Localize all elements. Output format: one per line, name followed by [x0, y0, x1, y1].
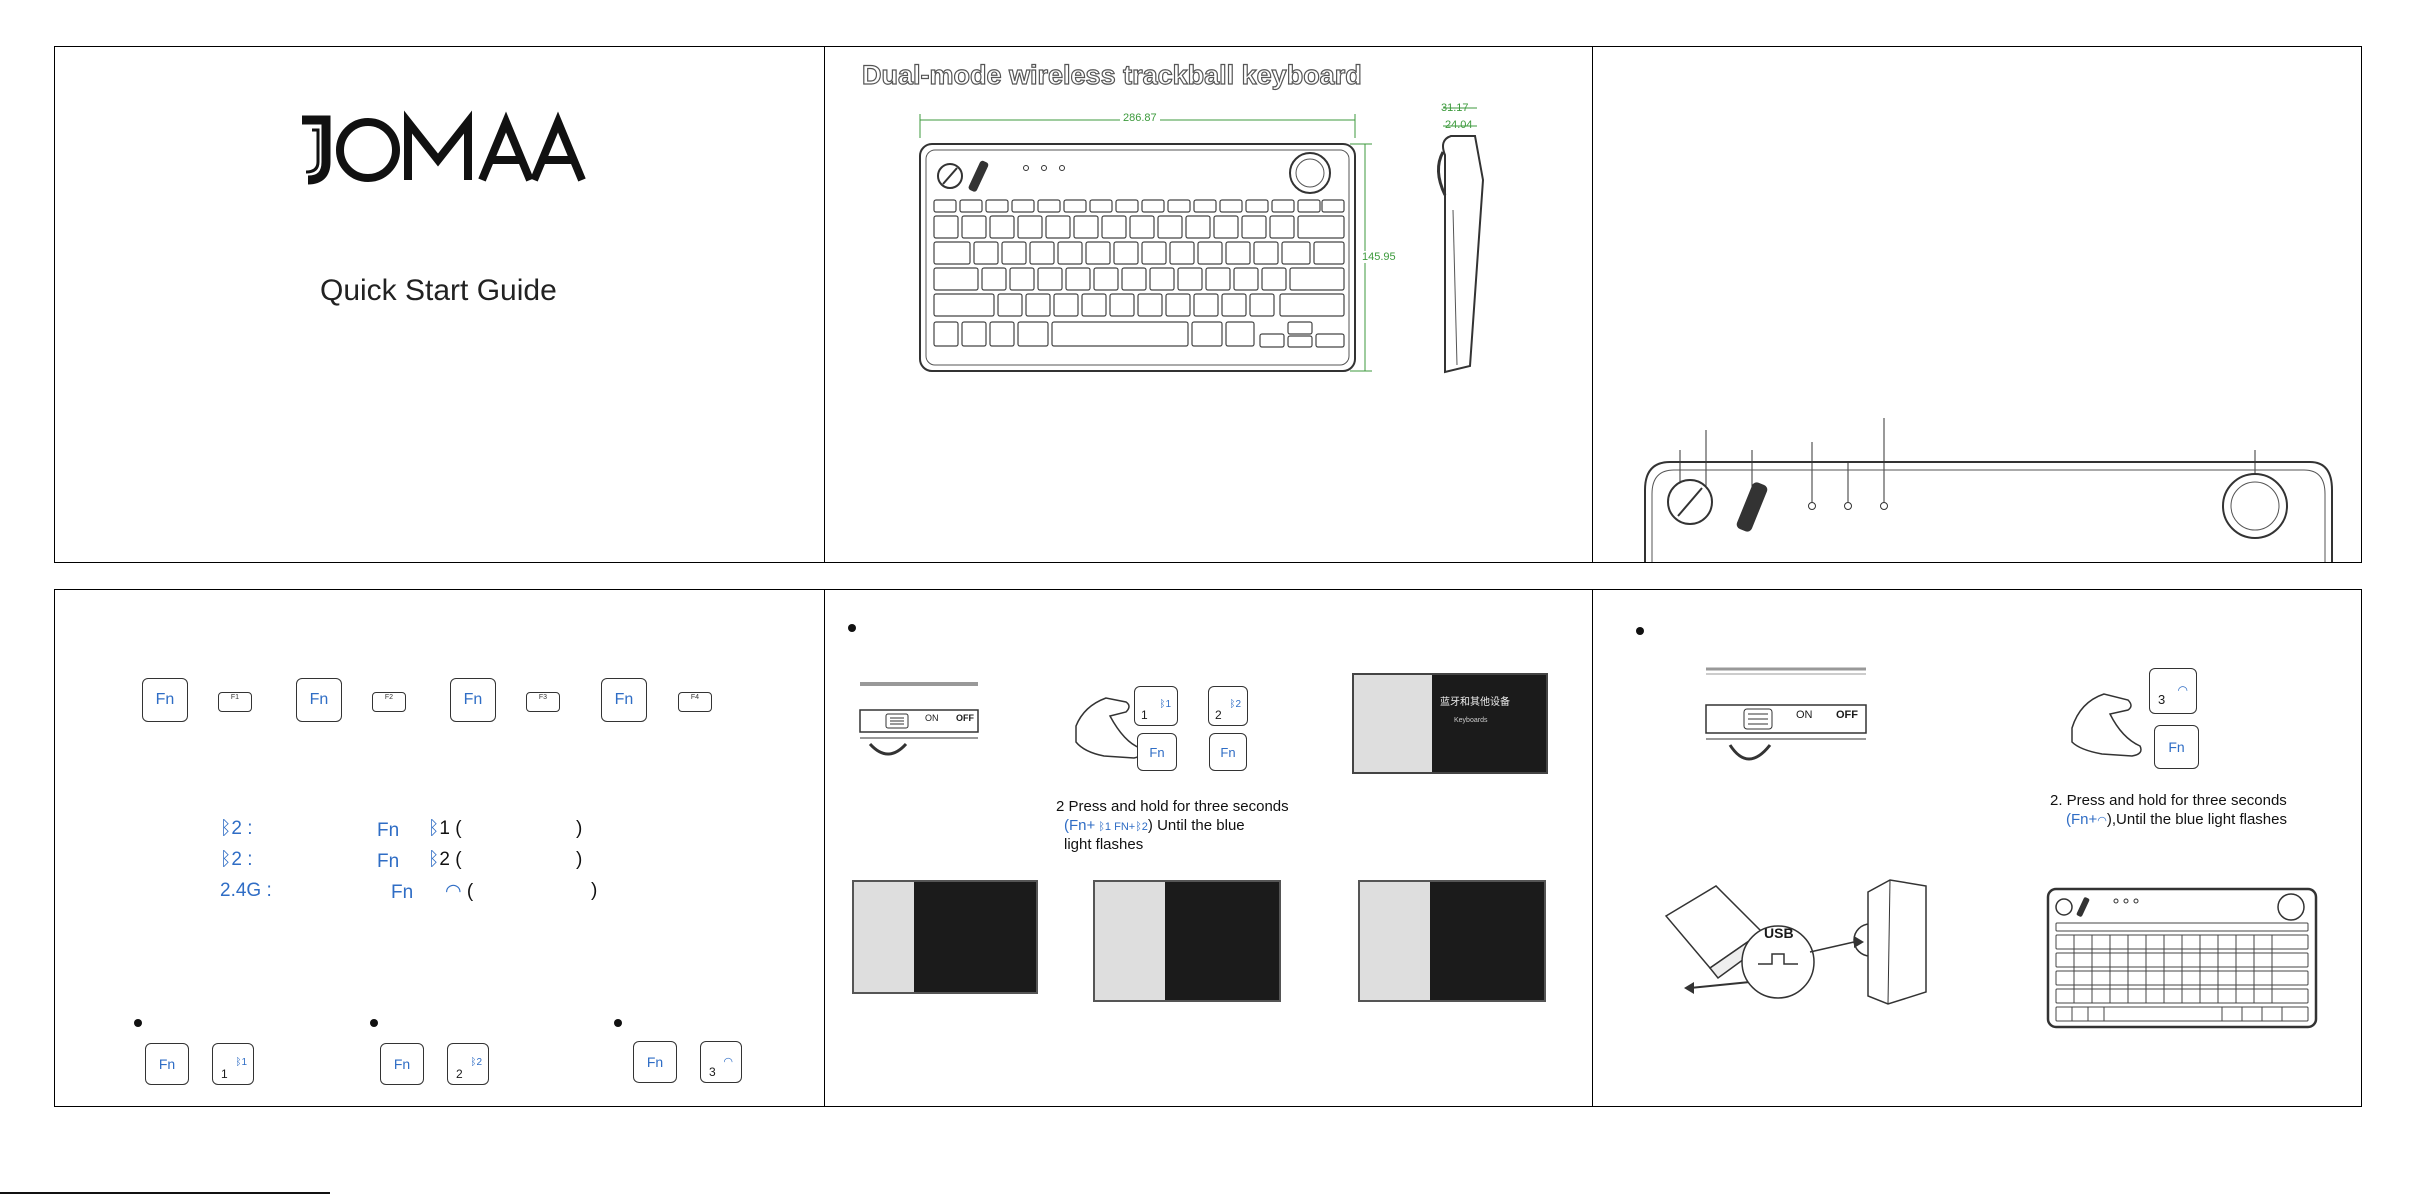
wifi-instruction-line1: 2. Press and hold for three seconds	[2050, 792, 2287, 809]
switch-on-label: ON	[1796, 709, 1813, 721]
f3-key: F3	[526, 692, 560, 712]
bullet	[134, 1019, 142, 1027]
panel-pairing-keys	[54, 589, 825, 1107]
fn-key: Fn	[633, 1041, 677, 1083]
switch-off-label: OFF	[1836, 709, 1858, 721]
fn-key: Fn	[145, 1043, 189, 1085]
settings-screenshot-connected	[1358, 880, 1546, 1002]
key-3-wifi: 3◠	[700, 1041, 742, 1083]
bluetooth-icon: ᛒ	[220, 818, 232, 839]
settings-screenshot-bt: 蓝牙和其他设备 Keyboards	[1352, 673, 1548, 774]
mode-bt2-close: )	[576, 849, 583, 870]
f2-key: F2	[372, 692, 406, 712]
bluetooth-icon: ᛒ2	[1135, 821, 1148, 833]
brand-logo	[296, 100, 586, 190]
mode-bt1-close: )	[576, 818, 583, 839]
bluetooth-icon: ᛒ1	[1095, 821, 1115, 833]
depth-top-dimension: 31.17	[1441, 102, 1469, 114]
bluetooth-icon: ᛒ1	[235, 1057, 247, 1068]
mode-24g-key: ◠ (	[445, 881, 474, 902]
f1-key: F1	[218, 692, 252, 712]
hand-pressing-drawing	[2071, 693, 2142, 757]
f4-key: F4	[678, 692, 712, 712]
fn-key: Fn	[1209, 733, 1247, 771]
bluetooth-icon: ᛒ	[428, 818, 440, 839]
bluetooth-icon: ᛒ2	[470, 1057, 482, 1068]
bullet	[614, 1019, 622, 1027]
bt-instruction-line2: (Fn+ ᛒ1 FN+ᛒ2) Until the blue	[1064, 817, 1245, 834]
power-switch-drawing	[859, 682, 979, 756]
fn-key: Fn	[296, 678, 342, 722]
mode-24g-close: )	[591, 880, 598, 901]
bt-instruction-line1: 2 Press and hold for three seconds	[1056, 798, 1289, 815]
panel-bluetooth-pairing	[824, 589, 1593, 1107]
fn-key: Fn	[142, 678, 188, 722]
height-dimension: 145.95	[1362, 251, 1396, 263]
settings-screenshot-device-list	[1093, 880, 1281, 1002]
spec-title: Dual-mode wireless trackball keyboard	[861, 59, 1362, 90]
bullet	[1636, 627, 1644, 635]
keyboard-side-drawing	[1437, 107, 1485, 374]
key-3-wifi: 3◠	[2149, 668, 2197, 714]
page-edge-line	[0, 1192, 330, 1194]
bluetooth-icon: ᛒ1	[1159, 699, 1171, 710]
wifi-icon: ◠	[2177, 683, 2188, 697]
fn-key: Fn	[2154, 725, 2199, 769]
mode-bt1-label: ᛒ2 :	[220, 818, 253, 839]
wifi-icon: ◠	[445, 881, 462, 902]
wifi-icon: ◠	[2097, 815, 2107, 827]
bluetooth-icon: ᛒ2	[1229, 699, 1241, 710]
mode-bt2-key: ᛒ2 (	[428, 849, 462, 870]
fn-key: Fn	[380, 1043, 424, 1085]
wifi-icon: ◠	[723, 1056, 733, 1068]
bullet	[848, 624, 856, 632]
mode-bt2-label: ᛒ2 :	[220, 849, 253, 870]
width-dimension: 286.87	[1120, 112, 1160, 124]
bullet	[370, 1019, 378, 1027]
switch-on-label: ON	[925, 713, 939, 723]
wifi-instruction-line2: (Fn+◠),Until the blue light flashes	[2066, 811, 2287, 828]
mode-bt1-fn: Fn	[377, 820, 400, 841]
power-switch-drawing	[1705, 667, 1867, 761]
guide-title: Quick Start Guide	[320, 274, 557, 307]
fn-key: Fn	[450, 678, 496, 722]
bt-instruction-line3: light flashes	[1064, 836, 1144, 853]
depth-bottom-dimension: 24.04	[1445, 119, 1473, 131]
fn-key: Fn	[1137, 733, 1177, 771]
panel-2g4-pairing	[1592, 589, 2362, 1107]
fn-key: Fn	[601, 678, 647, 722]
bluetooth-icon: ᛒ	[220, 849, 232, 870]
usb-receiver-connection-drawing	[1664, 879, 1927, 1005]
switch-off-label: OFF	[956, 713, 974, 723]
keyboard-small-drawing	[2046, 887, 2318, 1029]
settings-screenshot-add	[852, 880, 1038, 994]
mode-bt1-key: ᛒ1 (	[428, 818, 462, 839]
screenshot-device: Keyboards	[1454, 717, 1488, 724]
mode-24g-fn: Fn	[391, 882, 414, 903]
panel-indicators	[1592, 46, 2362, 563]
mode-24g-label: 2.4G :	[220, 880, 272, 901]
screenshot-title: 蓝牙和其他设备	[1440, 697, 1510, 708]
keyboard-top-drawing	[919, 114, 1372, 372]
mode-bt2-fn: Fn	[377, 851, 400, 872]
keyboard-closeup-drawing	[1644, 418, 2333, 562]
usb-label: USB	[1764, 925, 1794, 941]
bluetooth-icon: ᛒ	[428, 849, 440, 870]
hand-pressing-drawing	[1075, 697, 1142, 759]
